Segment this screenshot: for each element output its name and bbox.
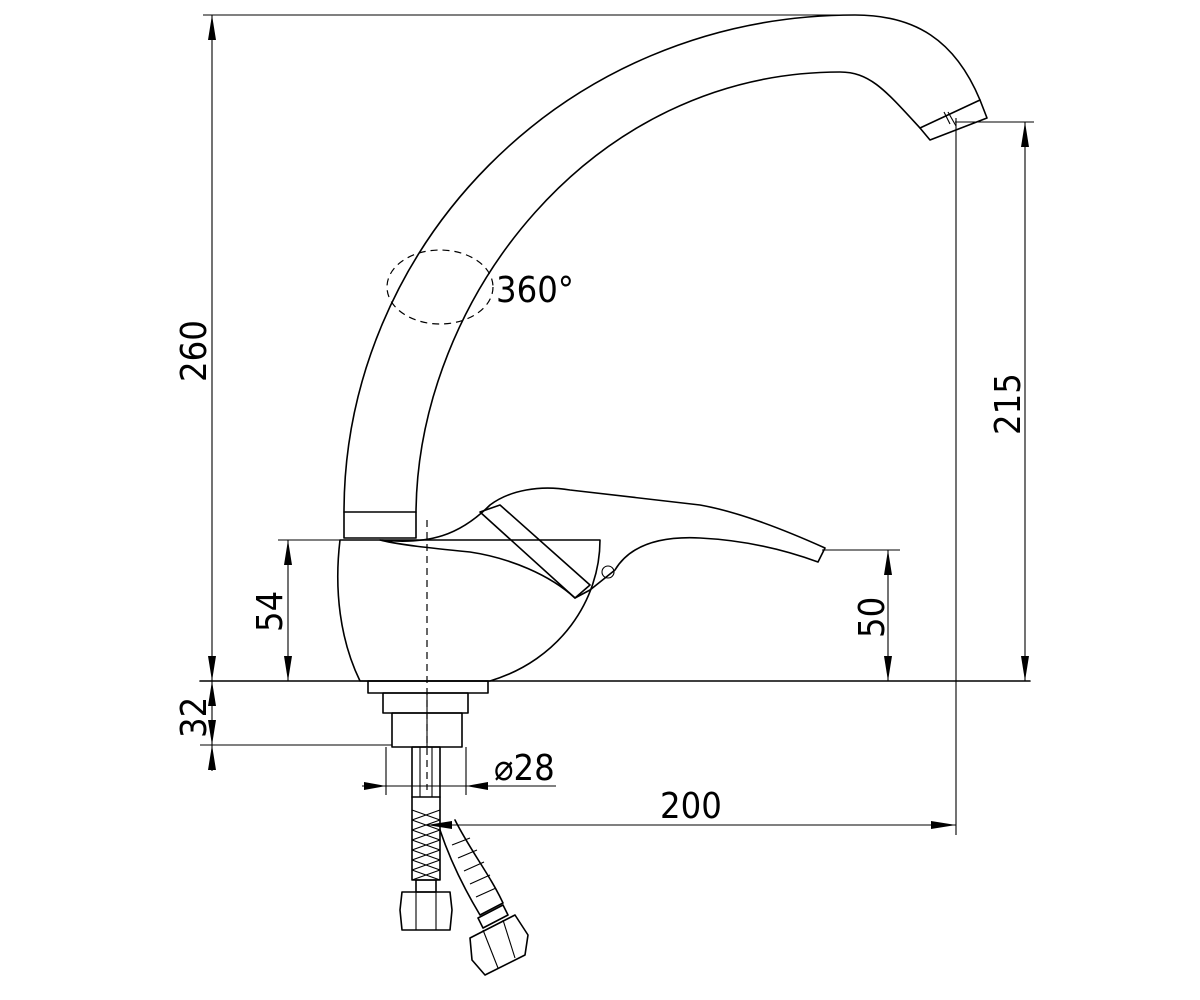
lever-handle [379,487,826,599]
dimension-lever-height: 50 [822,549,900,681]
rotation-indicator [386,249,494,325]
mixer-body [336,520,601,790]
dimension-body-height: 54 [250,539,340,681]
mounting-shank [367,680,489,748]
svg-text:215: 215 [988,373,1029,435]
svg-text:260: 260 [174,320,215,382]
svg-text:32: 32 [174,697,215,738]
flexible-hoses [399,746,529,976]
dimension-mount-depth: 32 [174,681,392,770]
dimension-mount-diameter: ⌀28 [362,747,556,795]
dimension-reach: 200 [427,118,957,835]
svg-text:50: 50 [852,597,893,638]
dimension-spout-height: 215 [955,121,1034,681]
spout [343,14,988,539]
rotation-label: 360° [496,270,574,311]
dimension-total-height: 260 [174,14,855,771]
svg-text:200: 200 [660,786,722,827]
svg-text:⌀28: ⌀28 [494,748,555,789]
svg-text:54: 54 [250,591,291,632]
